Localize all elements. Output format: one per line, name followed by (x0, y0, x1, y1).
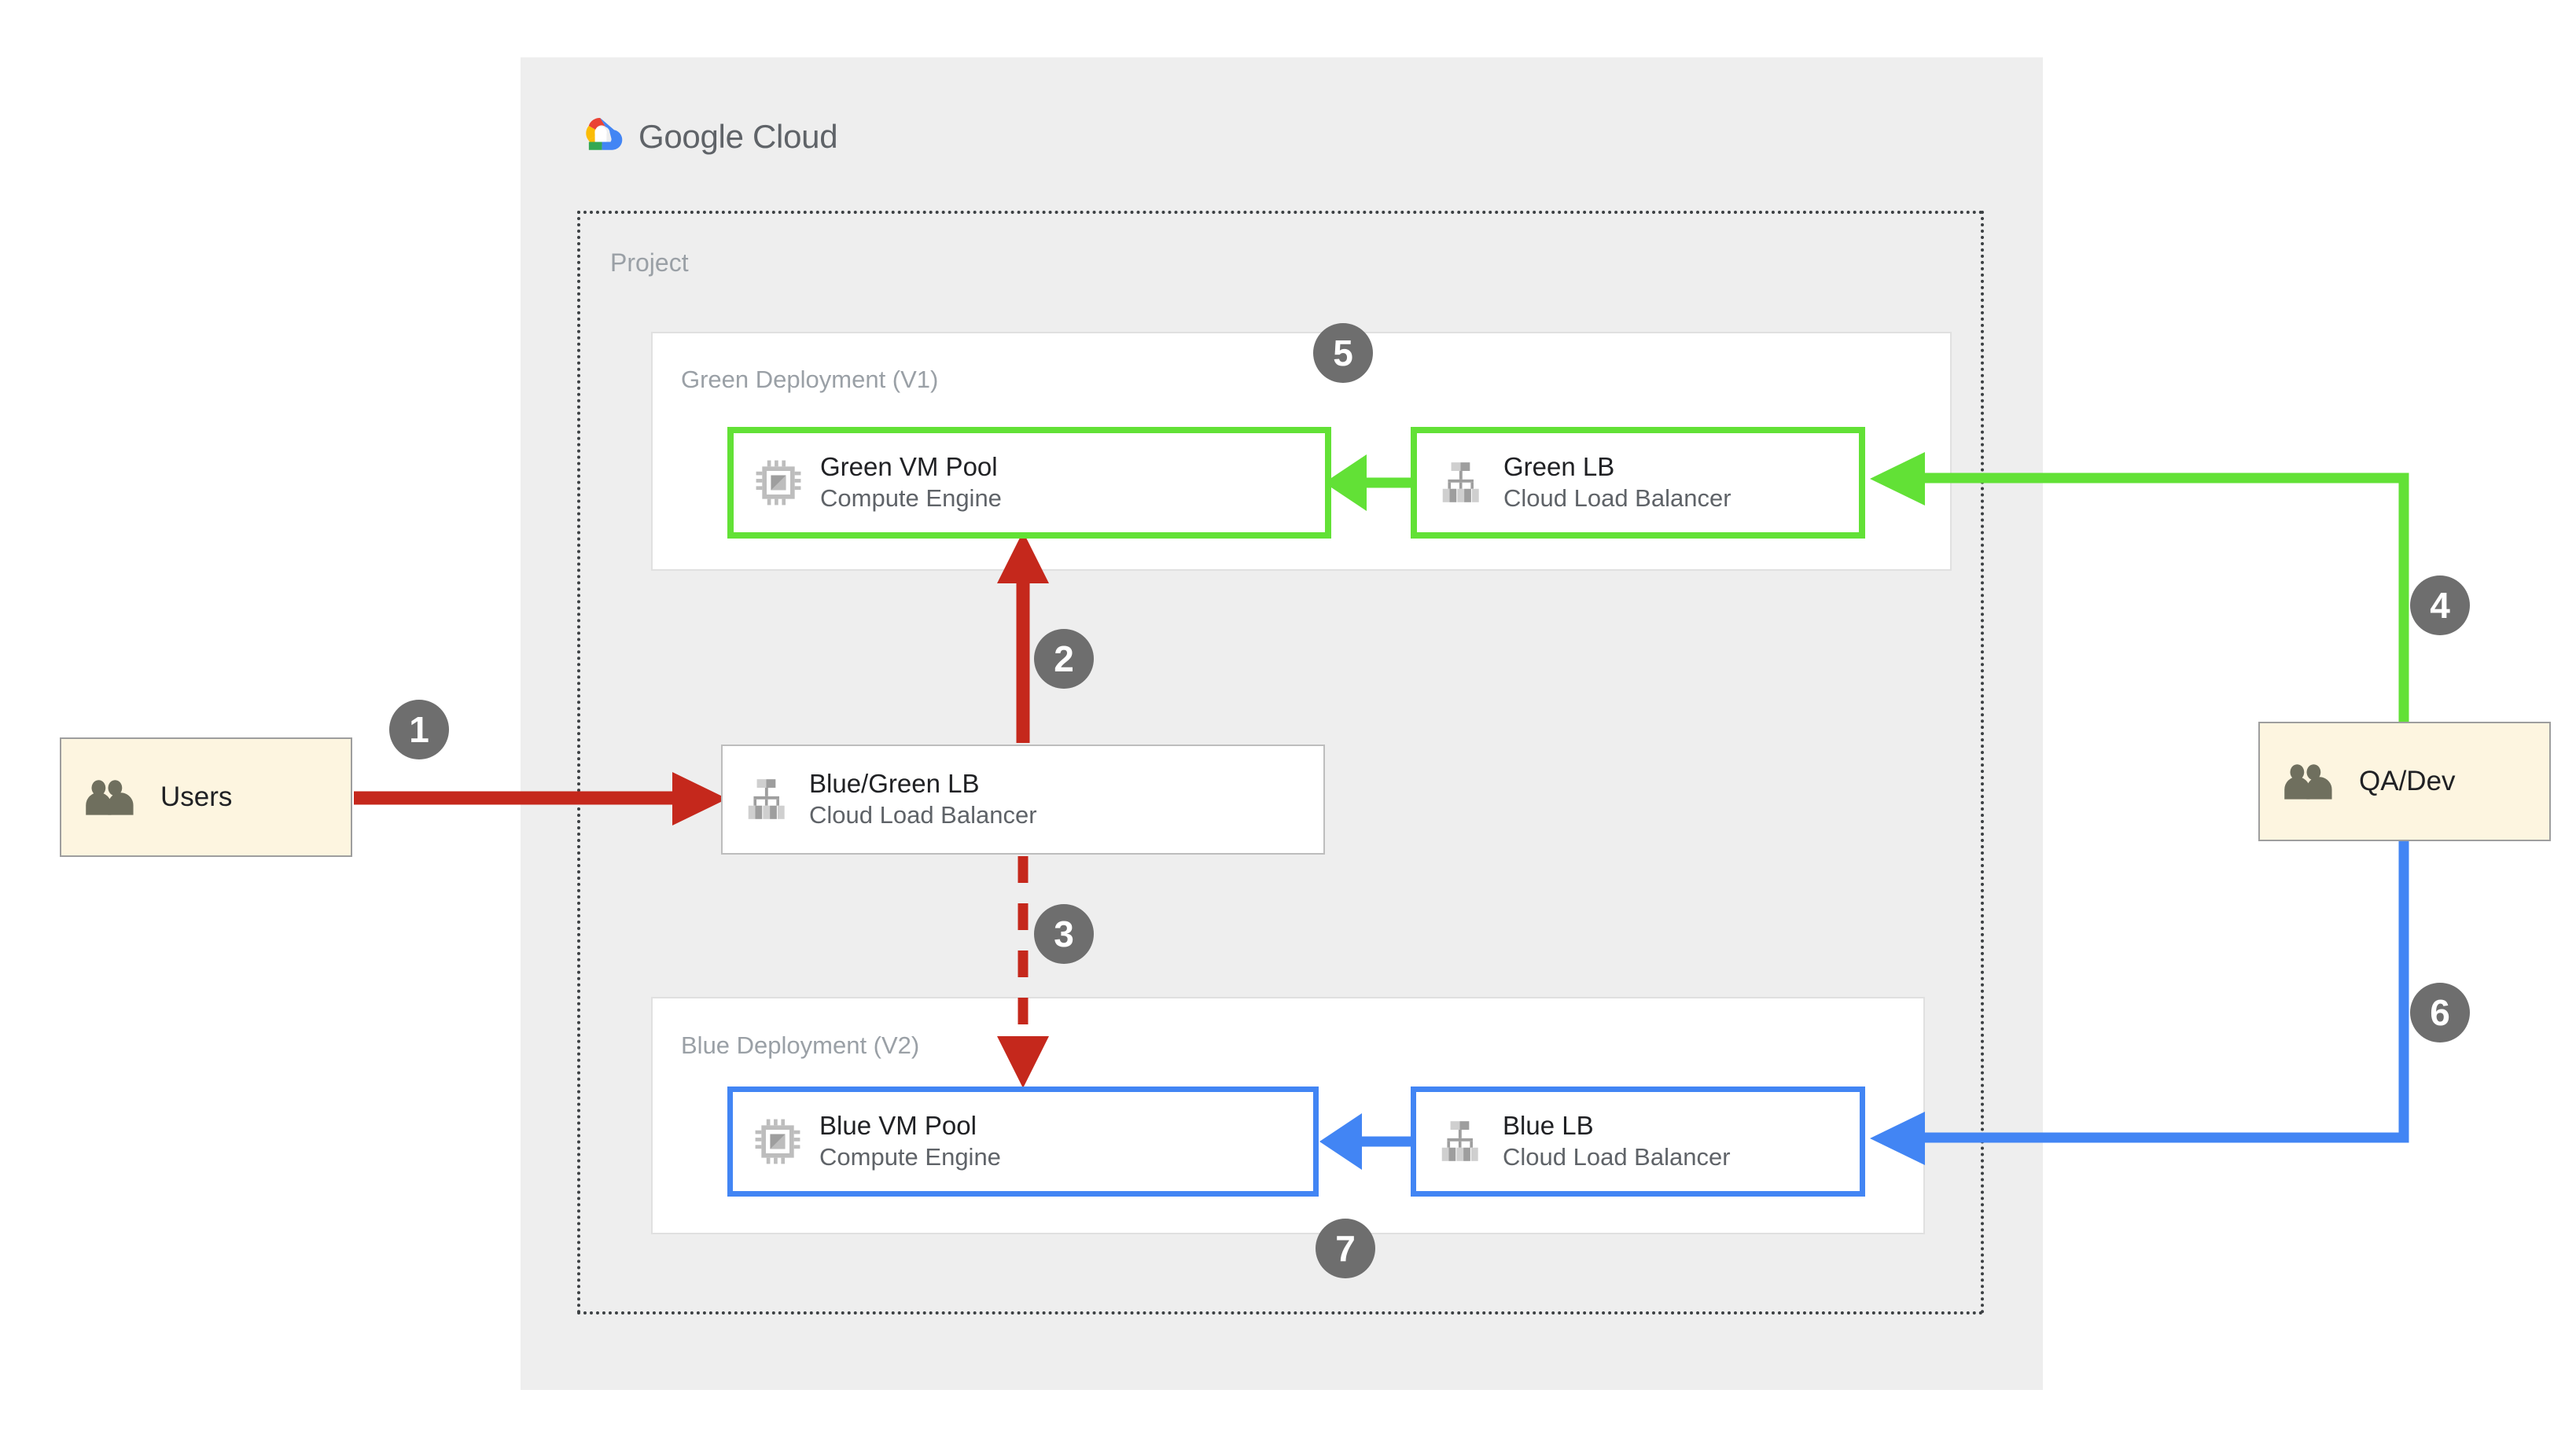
node-blue-lb[interactable]: Blue LB Cloud Load Balancer (1411, 1087, 1865, 1197)
users-group-icon (86, 780, 134, 815)
node-text: Green VM Pool Compute Engine (820, 451, 1002, 513)
blue-deployment-label: Blue Deployment (V2) (681, 1031, 920, 1059)
node-blue-green-lb[interactable]: Blue/Green LB Cloud Load Balancer (721, 745, 1325, 855)
actor-label: Users (160, 781, 233, 812)
step-badge-3: 3 (1034, 904, 1094, 964)
project-boundary (577, 211, 1984, 1314)
node-text: Blue VM Pool Compute Engine (819, 1110, 1001, 1172)
step-badge-4: 4 (2410, 575, 2470, 635)
cloud-load-balancer-icon (1441, 1121, 1478, 1161)
step-badge-5: 5 (1313, 323, 1373, 383)
project-label: Project (610, 248, 689, 277)
brand-google: Google (638, 118, 744, 155)
step-badge-2: 2 (1034, 629, 1094, 689)
brand-cloud: Cloud (753, 118, 838, 155)
compute-engine-icon (755, 1119, 800, 1164)
cloud-load-balancer-icon (748, 779, 785, 819)
node-subtitle: Cloud Load Balancer (809, 801, 1037, 829)
node-text: Green LB Cloud Load Balancer (1503, 451, 1731, 513)
compute-engine-icon (756, 460, 801, 506)
node-subtitle: Compute Engine (820, 484, 1002, 513)
node-title: Green VM Pool (820, 452, 998, 482)
step-badge-7: 7 (1316, 1219, 1375, 1278)
node-title: Blue LB (1503, 1111, 1594, 1141)
node-subtitle: Cloud Load Balancer (1503, 1143, 1731, 1171)
actor-label: QA/Dev (2359, 766, 2456, 796)
google-cloud-wordmark: Google Cloud (638, 118, 838, 156)
node-green-vm-pool[interactable]: Green VM Pool Compute Engine (727, 427, 1331, 539)
users-group-icon (2284, 764, 2332, 800)
green-deployment-label: Green Deployment (V1) (681, 366, 939, 393)
actor-qa-dev[interactable]: QA/Dev (2258, 722, 2551, 841)
node-text: Blue/Green LB Cloud Load Balancer (809, 768, 1037, 830)
node-blue-vm-pool[interactable]: Blue VM Pool Compute Engine (727, 1087, 1319, 1197)
cloud-load-balancer-icon (1442, 462, 1479, 502)
node-title: Blue VM Pool (819, 1111, 977, 1141)
node-title: Green LB (1503, 452, 1615, 482)
step-badge-1: 1 (389, 700, 449, 759)
google-cloud-logo-icon (586, 117, 623, 150)
node-text: Blue LB Cloud Load Balancer (1503, 1110, 1731, 1172)
step-badge-6: 6 (2410, 983, 2470, 1042)
node-title: Blue/Green LB (809, 769, 980, 799)
node-green-lb[interactable]: Green LB Cloud Load Balancer (1411, 427, 1865, 539)
actor-users[interactable]: Users (60, 737, 352, 857)
google-cloud-brand: Google Cloud (576, 105, 1016, 168)
node-subtitle: Cloud Load Balancer (1503, 484, 1731, 513)
node-subtitle: Compute Engine (819, 1143, 1001, 1171)
